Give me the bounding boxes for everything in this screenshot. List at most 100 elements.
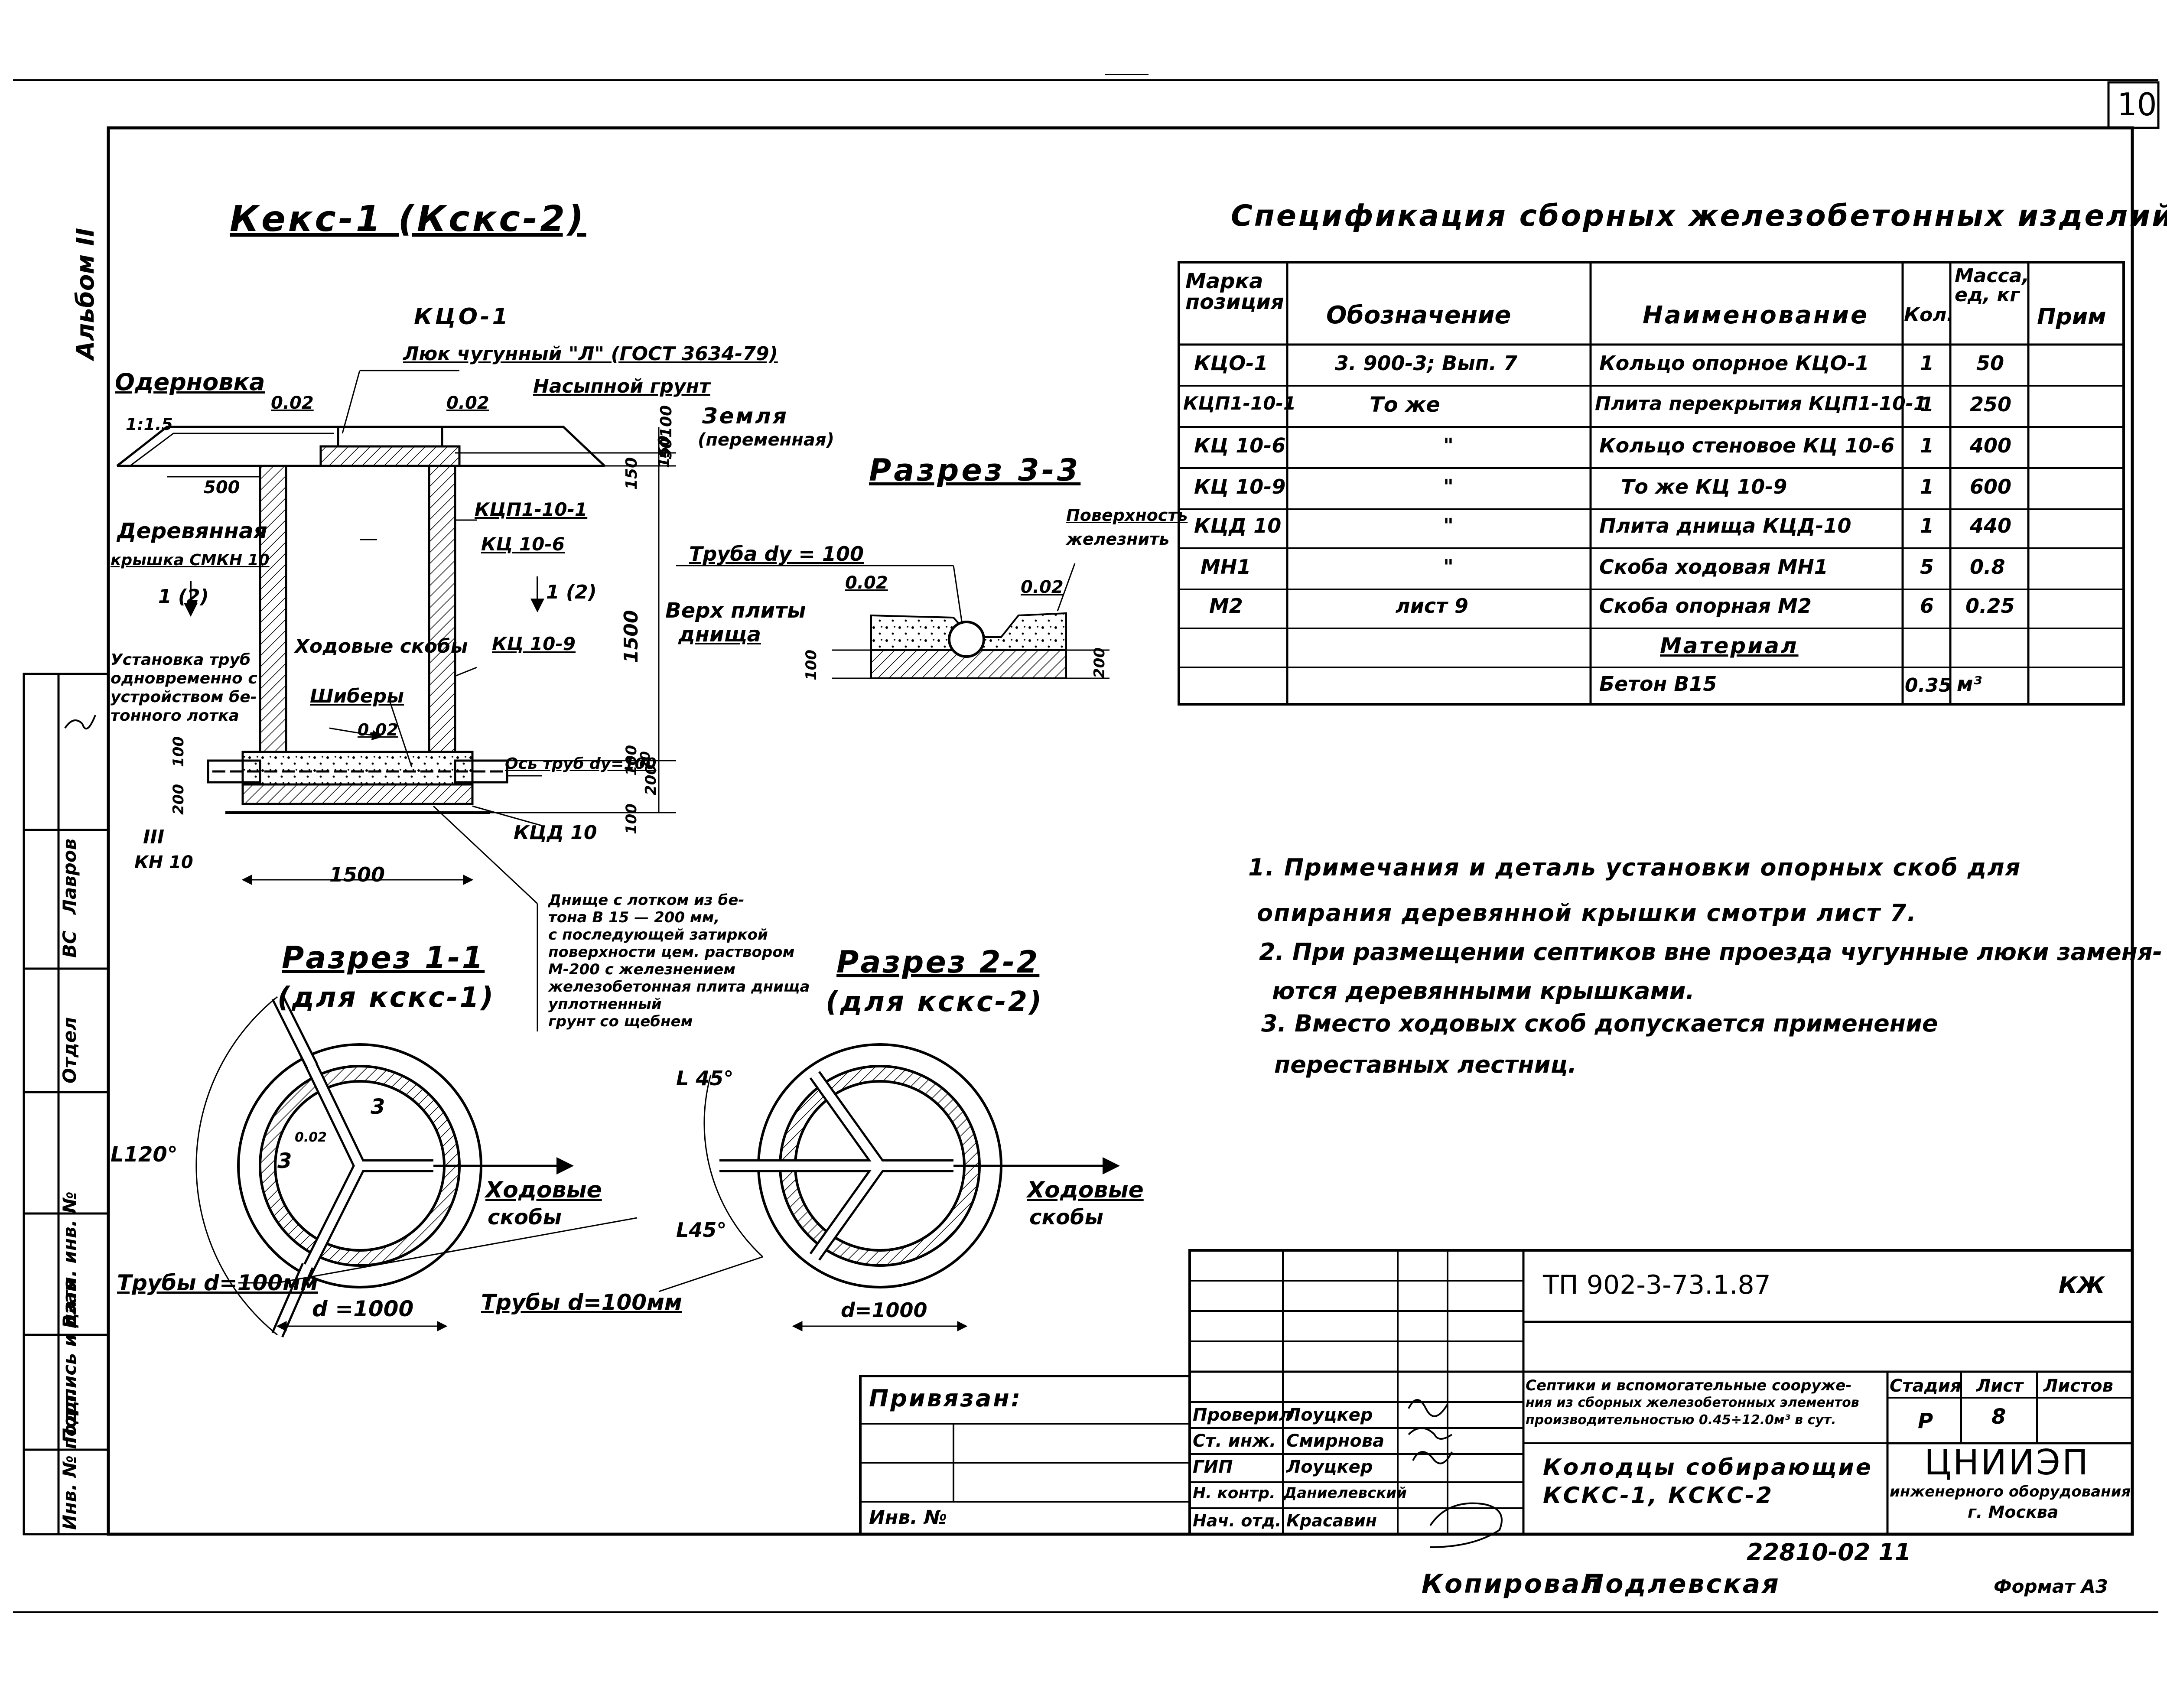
dim-50: 50 <box>657 437 675 459</box>
label-ustanov: устройством бе- <box>111 688 257 706</box>
spec-cell: Плита днища КЦД-10 <box>1599 514 1851 537</box>
label-n3-b: 3 <box>277 1149 292 1173</box>
spec-cell: " <box>1443 514 1454 537</box>
label-angle-120: L120° <box>111 1142 178 1167</box>
label-pov: Поверхность <box>1066 506 1188 525</box>
label-oderenovka: Одерновка <box>115 368 265 396</box>
tb-person: Даниелевский <box>1284 1484 1407 1502</box>
spec-cell: лист 9 <box>1396 594 1468 618</box>
spec-cell: 1 <box>1920 475 1934 498</box>
tb-title: КСКС-1, КСКС-2 <box>1543 1483 1774 1509</box>
note-line: 3. Вместо ходовых скоб допускается приме… <box>1261 1010 1938 1037</box>
tb-stage-label: Стадия <box>1890 1376 1962 1396</box>
label-slope: 1:1.5 <box>126 415 173 434</box>
label-ustanov: одновременно с <box>111 670 257 687</box>
dim-100a: 100 <box>657 405 675 438</box>
note-line: переставных лестниц. <box>1274 1051 1577 1078</box>
spec-cell: м³ <box>1957 672 1982 696</box>
label-cut-left: 1 (2) <box>158 586 209 608</box>
label-khod-2: Ходовые <box>1027 1177 1144 1203</box>
spec-header-mass: Масса, ед, кг <box>1955 265 2030 306</box>
label-nasyp: Насыпной грунт <box>533 375 710 397</box>
label-kn-2: КН 10 <box>134 852 193 872</box>
label-slope-2: 0.02 <box>446 393 489 413</box>
spec-cell: КЦ 10-6 <box>1194 434 1286 457</box>
spec-cell: КЦП1-10-1 <box>1183 393 1296 414</box>
spec-cell: 0.25 <box>1965 594 2015 618</box>
section-2-2-subtitle: (для кскс-2) <box>826 986 1044 1018</box>
spec-cell: Кольцо опорное КЦО-1 <box>1599 351 1869 375</box>
label-khod-1: Ходовые <box>485 1177 602 1203</box>
spec-header-mark: Марка позиция <box>1185 269 1284 314</box>
tb-inv: Инв. № <box>869 1506 947 1529</box>
strip-vs-label: ВС <box>59 930 80 958</box>
label-dnishe: поверхности цем. раствором <box>548 943 795 961</box>
label-khod: Ходовые скобы <box>295 635 468 657</box>
dim-1500h: 1500 <box>329 863 385 886</box>
tb-title: Колодцы собирающие <box>1543 1454 1873 1480</box>
label-truba: Труба dy = 100 <box>689 542 864 566</box>
label-dnishe: уплотненный <box>548 996 662 1013</box>
spec-cell: То же КЦ 10-9 <box>1621 475 1787 498</box>
label-angle-45-a: L 45° <box>676 1067 734 1090</box>
tb-person: Смирнова <box>1286 1431 1385 1451</box>
tb-role: Нач. отд. <box>1193 1511 1282 1530</box>
spec-cell: 0.35 <box>1905 674 1952 696</box>
spec-cell: Кольцо стеновое КЦ 10-6 <box>1599 434 1895 457</box>
spec-cell: М2 <box>1209 594 1243 618</box>
label-lyuk: Люк чугунный "Л" (ГОСТ 3634-79) <box>403 343 778 365</box>
tb-order: 22810-02 11 <box>1747 1539 1911 1566</box>
label-kc109: КЦ 10-9 <box>492 633 576 654</box>
strip-otdel-label: Отдел <box>59 1017 80 1083</box>
label-wood-lid: Деревянная <box>117 518 267 543</box>
label-dnishe: железобетонная плита днища <box>548 978 810 996</box>
dim-500: 500 <box>204 478 240 498</box>
strip-vzam-label: Взам. инв. № <box>59 1191 80 1328</box>
tb-role: ГИП <box>1193 1457 1233 1477</box>
tb-sheet: 8 <box>1991 1405 2006 1429</box>
label-kn: III <box>143 826 165 848</box>
label-slope-3: 0.02 <box>358 720 398 739</box>
tb-sheets-label: Листов <box>2043 1376 2113 1396</box>
spec-header-note: Прим <box>2037 304 2106 330</box>
note-line: опирания деревянной крышки смотри лист 7… <box>1257 899 1917 927</box>
section-3-3-title: Разрез 3-3 <box>869 452 1081 488</box>
tb-role: Проверил <box>1193 1405 1292 1425</box>
spec-material-label: Материал <box>1660 633 1799 658</box>
tb-org-2: инженерного оборудования <box>1890 1483 2131 1500</box>
album-label: Альбом II <box>72 228 100 360</box>
spec-cell: Плита перекрытия КЦП1-10-1 <box>1595 393 1927 415</box>
tb-role: Н. контр. <box>1193 1484 1275 1502</box>
strip-author-label: Лавров <box>59 838 80 914</box>
spec-cell: 1 <box>1920 351 1934 375</box>
tb-org-3: г. Москва <box>1968 1503 2059 1522</box>
spec-cell: Скоба опорная М2 <box>1599 594 1812 618</box>
label-ustanov: тонного лотка <box>111 707 239 725</box>
label-dnishe: с последующей затиркой <box>548 926 768 943</box>
label-dnishe: тона В 15 — 200 мм, <box>548 909 720 926</box>
spec-cell: " <box>1443 555 1454 579</box>
section-1-1-subtitle: (для кскс-1) <box>277 982 495 1014</box>
label-n002: 0.02 <box>295 1130 327 1145</box>
label-angle-45-b: L45° <box>676 1218 727 1242</box>
spec-cell: КЦ 10-9 <box>1194 475 1286 498</box>
label-zemlya-2: (переменная) <box>698 430 834 450</box>
section-2-2-title: Разрез 2-2 <box>836 944 1040 980</box>
spec-cell: КЦД 10 <box>1194 514 1282 537</box>
label-shib: Шиберы <box>310 685 404 707</box>
spec-cell: 50 <box>1976 351 2004 375</box>
label-slope-b: 0.02 <box>1021 577 1064 597</box>
label-dnishe: грунт со щебнем <box>548 1013 693 1030</box>
footer-copier: Подлевская <box>1582 1569 1780 1599</box>
label-slope-a: 0.02 <box>845 573 888 593</box>
label-kco: КЦО-1 <box>414 304 511 330</box>
spec-header-designation: Обозначение <box>1326 301 1511 329</box>
tb-desc: Септики и вспомогательные сооруже- <box>1526 1377 1852 1394</box>
note-line: 2. При размещении септиков вне проезда ч… <box>1259 938 2163 966</box>
dim-200a: 200 <box>170 784 187 815</box>
label-ustanov: Установка труб <box>111 651 251 669</box>
spec-cell: 1 <box>1920 514 1934 537</box>
spec-cell: " <box>1443 475 1454 498</box>
